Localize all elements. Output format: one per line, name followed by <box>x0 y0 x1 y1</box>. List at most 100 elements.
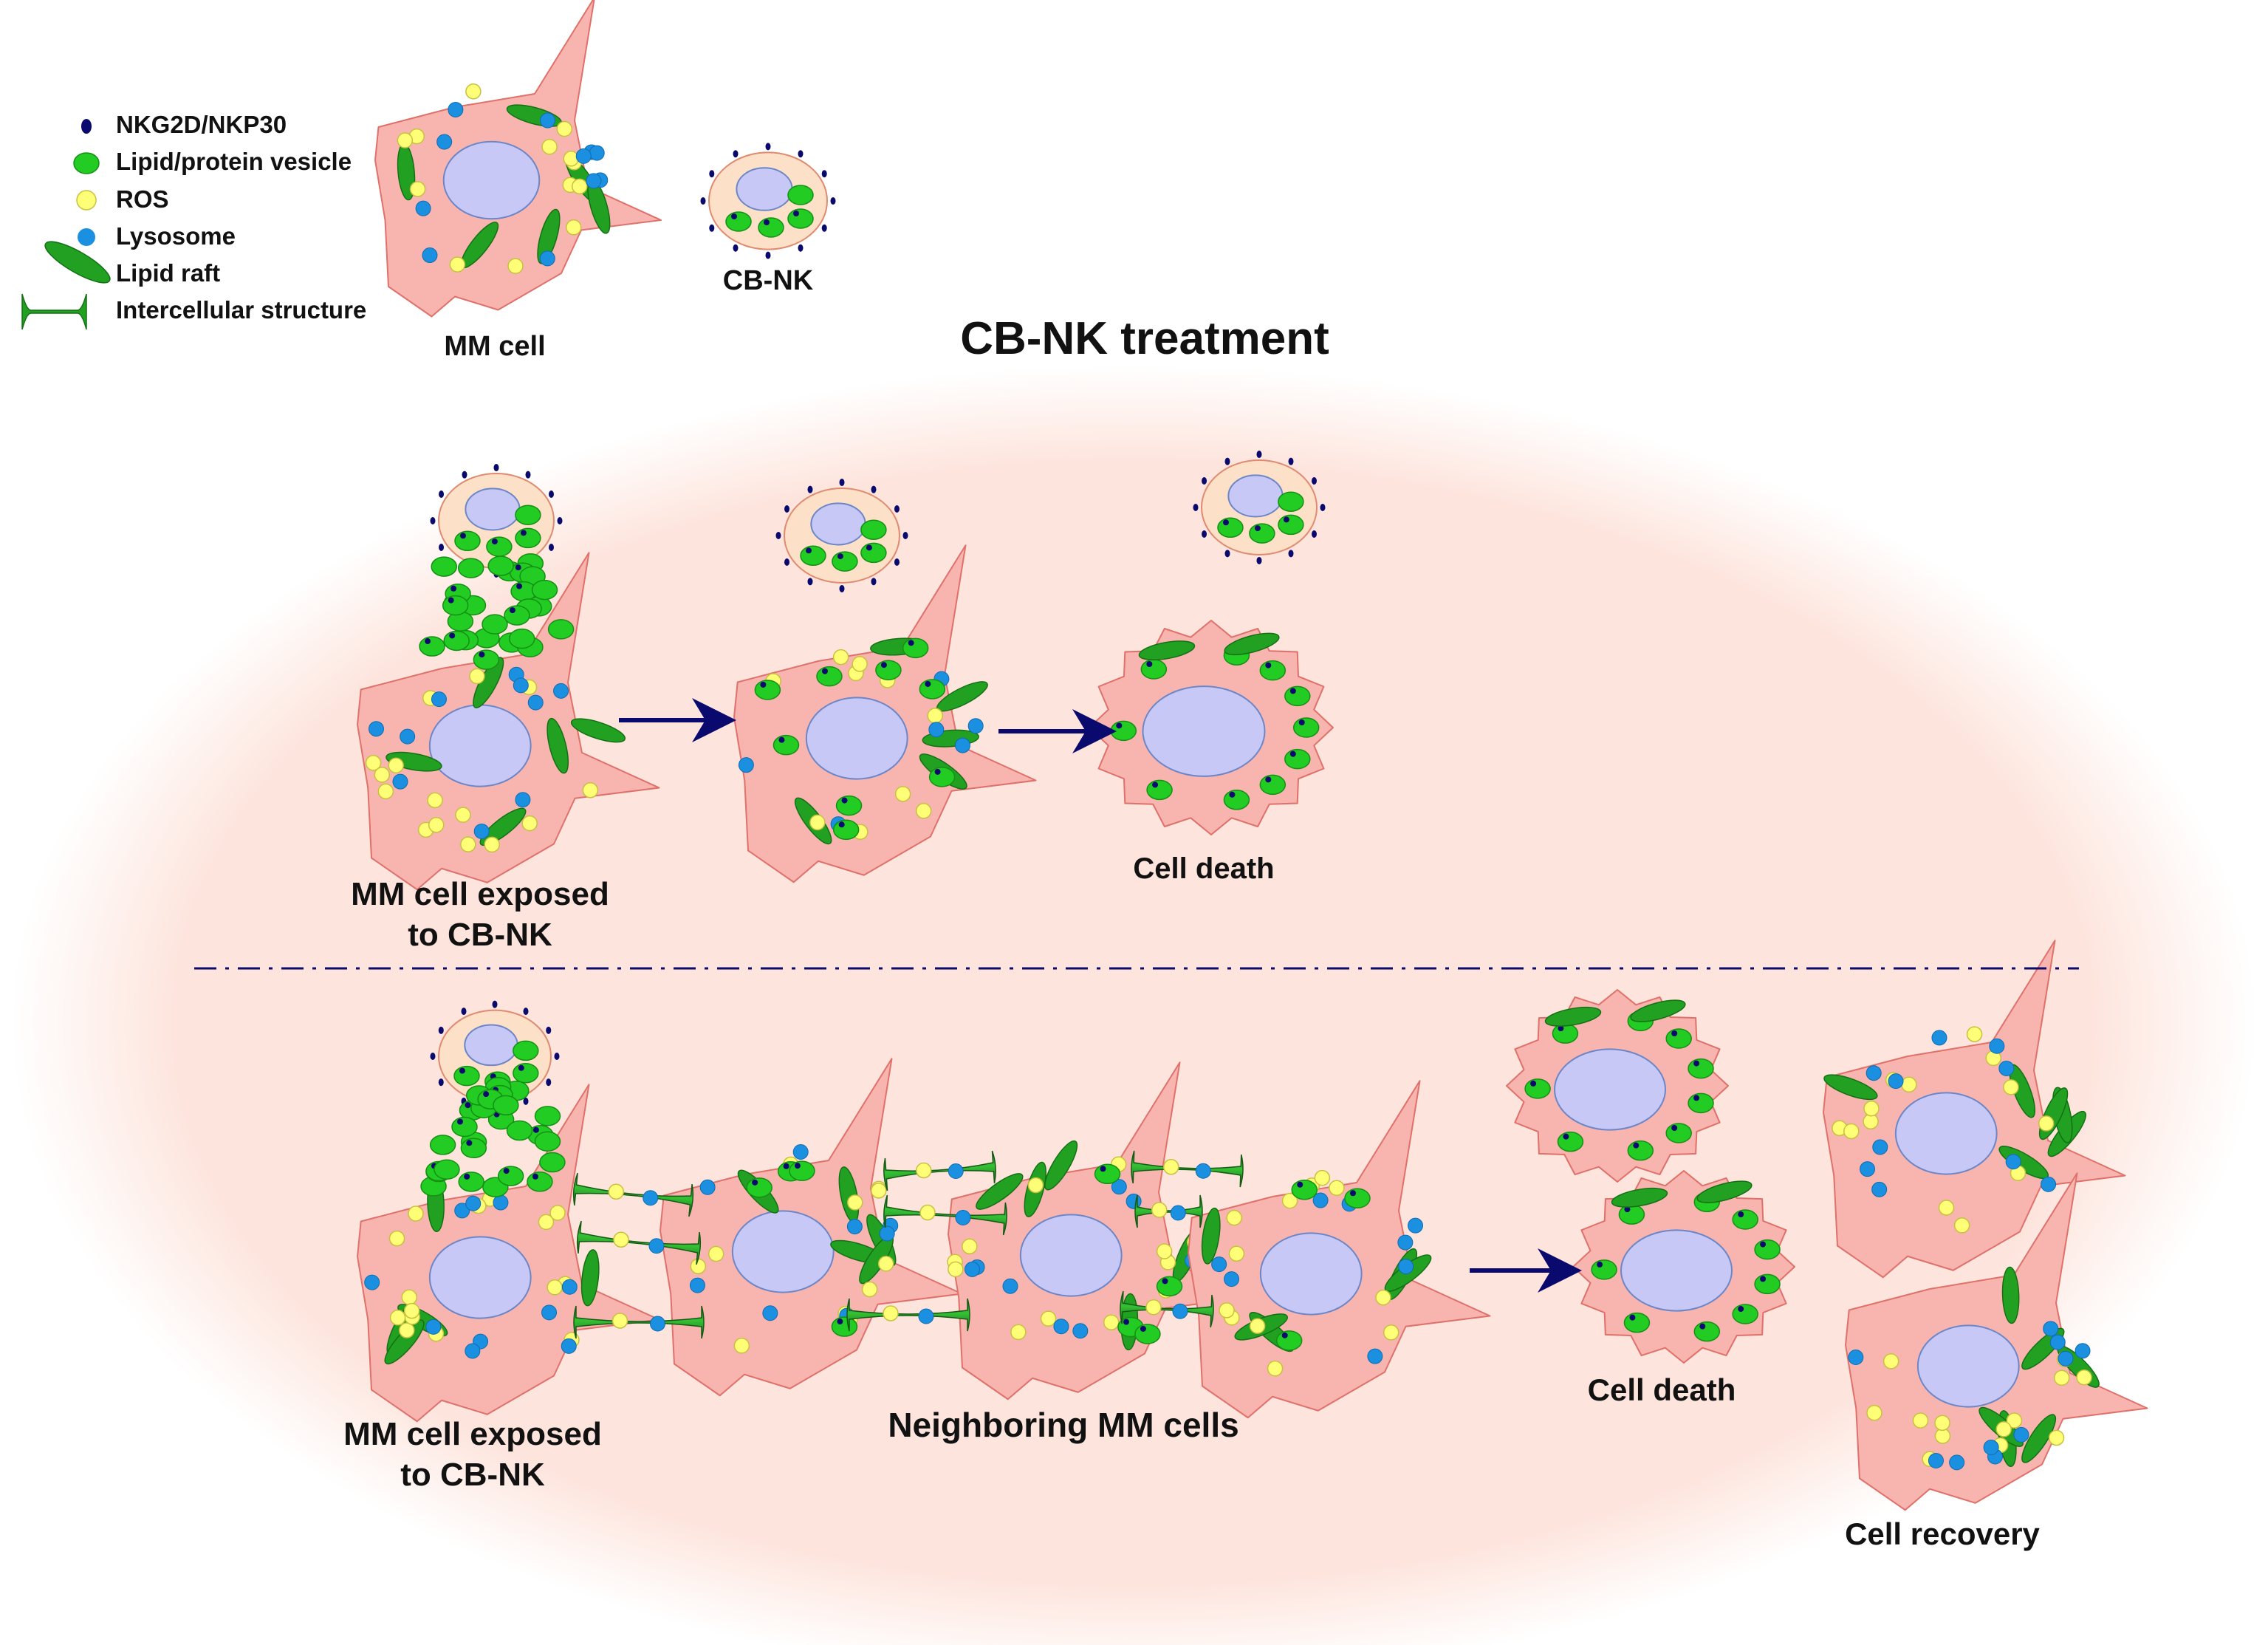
ros-particle <box>1228 1245 1245 1262</box>
vesicle <box>457 558 484 578</box>
nucleus <box>1554 1048 1666 1131</box>
ros-particle <box>847 1194 863 1211</box>
lysosome <box>1408 1217 1424 1234</box>
vesicle <box>1134 1324 1161 1344</box>
cb-nk-cell-top-middle <box>775 479 908 592</box>
recovered-mm-cell-1 <box>1823 940 2126 1279</box>
cell-recovery-label: Cell recovery <box>1845 1516 2040 1551</box>
vesicle <box>1591 1259 1617 1280</box>
ros-particle <box>861 1281 878 1298</box>
nucleus <box>736 167 793 211</box>
receptor-dot <box>806 547 812 554</box>
vesicle <box>1278 491 1304 512</box>
ros-particle <box>455 807 471 823</box>
receptor-dot <box>492 1000 498 1008</box>
vesicle <box>1627 1140 1654 1161</box>
ros-particle <box>541 138 558 155</box>
lysosome <box>493 1194 509 1211</box>
ros-particle <box>582 782 599 798</box>
vesicle <box>515 527 541 549</box>
lysosome <box>1931 1030 1947 1046</box>
lysosome <box>422 247 438 264</box>
lysosome <box>454 1203 470 1219</box>
ros-particle <box>1843 1123 1860 1140</box>
lysosome <box>1888 1073 1904 1090</box>
vesicle <box>515 505 541 525</box>
receptor-dot <box>784 505 790 513</box>
ros-particle <box>852 656 868 672</box>
ros-particle <box>733 1338 750 1354</box>
ros-particle <box>409 181 426 197</box>
ros-particle <box>1866 1404 1882 1421</box>
receptor-dot <box>1140 1325 1146 1332</box>
lipid-raft <box>2001 1266 2020 1324</box>
lysosome <box>465 1195 482 1211</box>
receptor-dot <box>448 597 454 603</box>
vesicle <box>497 1166 524 1186</box>
ros-particle <box>809 814 826 831</box>
receptor-dot <box>557 517 563 524</box>
vesicle <box>1292 717 1320 738</box>
bottom-cell-death-label: Cell death <box>1587 1372 1736 1407</box>
ros-particle <box>1219 1302 1235 1319</box>
lipid-raft <box>1224 632 1280 656</box>
lysosome <box>1172 1303 1188 1319</box>
lysosome <box>1224 1271 1240 1287</box>
cb-nk-label: CB-NK <box>722 265 814 296</box>
receptor-dot <box>807 485 813 493</box>
vesicle <box>875 660 902 680</box>
ros-particle <box>1938 1200 1955 1216</box>
receptor-dot <box>731 213 737 219</box>
ros-particle <box>484 836 500 853</box>
lysosome <box>425 1319 442 1335</box>
receptor-dot <box>765 143 771 151</box>
receptor-dot <box>1629 1314 1636 1321</box>
lysosome <box>515 792 531 808</box>
receptor-dot <box>1202 530 1207 538</box>
receptor-dot <box>425 638 431 645</box>
receptor-dot <box>830 197 836 205</box>
lysosome <box>415 200 431 216</box>
lysosome <box>648 1238 665 1254</box>
neighboring-mm-cell-1 <box>659 1058 963 1397</box>
lysosome <box>527 694 544 711</box>
ros-particle <box>428 817 445 833</box>
lipid-raft <box>1201 1207 1221 1265</box>
receptor-dot <box>700 197 706 205</box>
ros-particle <box>549 1205 566 1221</box>
lysosome <box>465 1343 481 1359</box>
lysosome <box>1367 1348 1383 1364</box>
lysosome <box>1871 1181 1888 1197</box>
receptor-dot <box>438 1078 444 1087</box>
vesicle <box>1291 1179 1318 1200</box>
lysosome <box>1398 1259 1414 1275</box>
lysosome <box>561 1279 578 1295</box>
ros-particle <box>608 1183 624 1200</box>
nucleus <box>1916 1324 2020 1408</box>
vesicle <box>831 1316 858 1337</box>
lipid-raft <box>479 807 527 847</box>
ros-particle <box>1383 1324 1399 1341</box>
receptor-dot <box>798 150 804 158</box>
legend-label-ros: ROS <box>116 185 169 213</box>
ros-particle <box>1995 1421 2012 1437</box>
ros-particle <box>465 83 482 100</box>
receptor-dot <box>1563 1133 1569 1140</box>
ros-particle <box>427 792 443 809</box>
ros-particle <box>2076 1369 2092 1386</box>
top-exposed-label-line2: to CB-NK <box>408 917 552 953</box>
receptor-dot <box>1311 530 1317 538</box>
receptor-dot <box>733 244 739 252</box>
receptor-dot <box>934 768 941 775</box>
lysosome <box>436 134 453 150</box>
lysosome <box>948 1163 964 1179</box>
ros-particle <box>832 649 849 666</box>
vesicle <box>1259 774 1287 796</box>
receptor-dot <box>461 1008 467 1016</box>
ros-particle <box>962 1238 978 1255</box>
receptor-dot <box>1281 1332 1288 1338</box>
lysosome <box>553 683 569 699</box>
ros-particle <box>563 151 580 167</box>
lipid-raft <box>2021 1414 2057 1463</box>
receptor-dot <box>1224 550 1230 558</box>
